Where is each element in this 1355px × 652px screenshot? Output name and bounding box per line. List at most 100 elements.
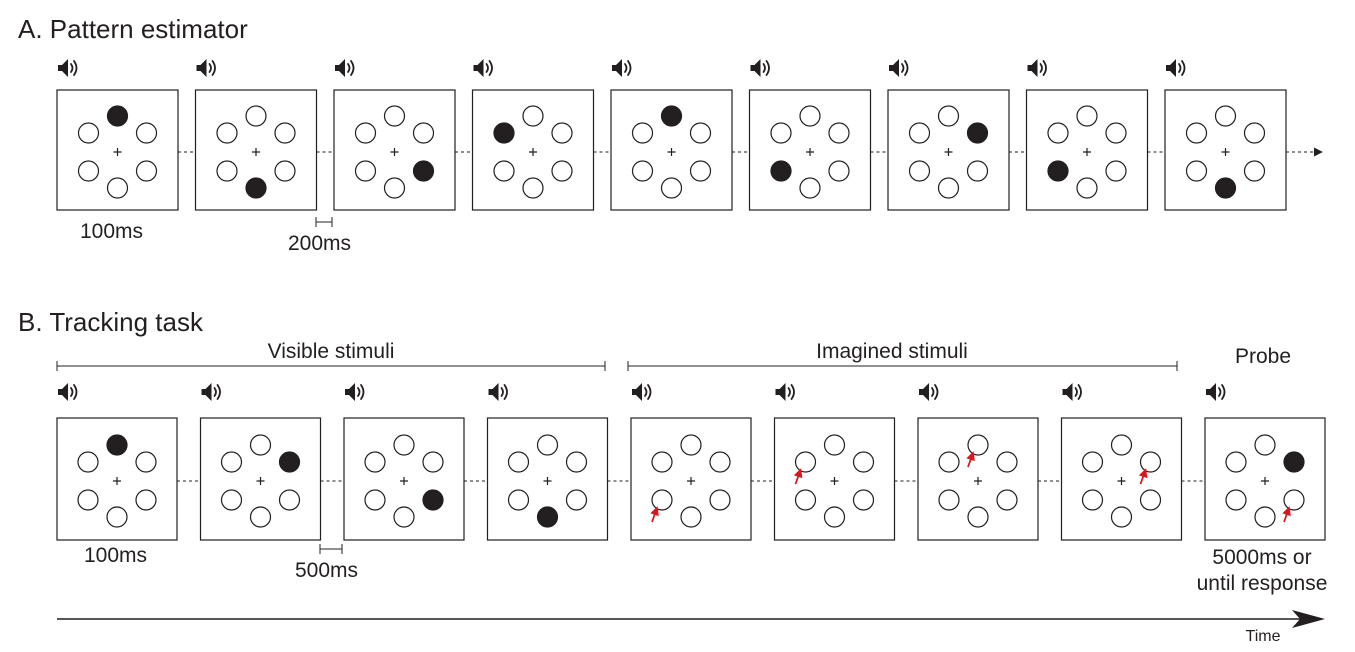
panel-a-title: A. Pattern estimator [18,14,248,44]
pattern-frame-9 [1164,89,1287,211]
stimulus-circle-bottom-filled [536,506,559,528]
stimulus-circle-upper-left [77,451,99,473]
fixation-cross [1261,477,1269,485]
stimulus-circle-lower-left [77,160,100,182]
stimulus-circle-lower-left [1185,160,1208,182]
stimulus-circle-upper-right [709,451,731,473]
stimulus-circle-upper-right [996,451,1018,473]
stimulus-circle-lower-left [364,489,386,511]
visible-stimuli-label: Visible stimuli [268,340,395,363]
stimulus-circle-lower-right [551,160,573,182]
stimulus-circle-bottom [967,506,989,528]
speaker-icon [1166,59,1186,77]
fixation-cross [113,148,122,156]
stimulus-circle-lower-left [216,160,238,182]
stimulus-circle-upper-left [938,451,960,473]
fixation-cross [529,148,537,156]
stimulus-circle-bottom [1110,506,1133,528]
tracking-frame-1 [56,417,178,541]
stimulus-circle-bottom [937,177,960,199]
stimulus-circle-upper-right [551,122,573,144]
stimulus-circle-lower-right [996,489,1018,511]
probe-duration-line1: 5000ms or [1212,546,1311,569]
pattern-frame-4 [471,89,595,211]
stimulus-circle-top [522,105,544,127]
stimulus-circle-lower-right-filled [412,160,435,182]
stimulus-circle-upper-left [354,122,377,144]
stimulus-circle-upper-left [794,451,817,473]
stimulus-circle-top-filled [106,105,129,127]
speaker-icon [58,383,78,401]
speaker-icon [1062,383,1082,401]
stimulus-circle-bottom [823,506,846,528]
stimulus-circle-upper-right-filled [278,451,301,473]
speaker-icon [473,59,493,77]
stimulus-circle-top [1254,434,1276,456]
tracking-frame-8 [1060,417,1183,541]
stimulus-circle-upper-right [1243,122,1266,144]
fixation-cross [944,148,953,156]
stimulus-circle-lower-left [631,160,654,182]
panel-a: A. Pattern estimator 100ms 200ms [18,14,1323,255]
fixation-cross [543,477,552,485]
stimulus-circle-upper-left [77,122,100,144]
time-arrowhead [1292,610,1325,628]
stimulus-circle-upper-right [135,122,158,144]
stimulus-circle-lower-right [135,160,158,182]
pattern-frame-7 [887,89,1010,211]
stimulus-circle-lower-right [565,489,588,511]
response-arrow [793,468,803,485]
stimulus-circle-upper-left [1225,451,1247,473]
tracking-frame-4 [486,417,609,541]
stimulus-circle-upper-left [770,122,792,144]
stimulus-circle-top [1110,434,1133,456]
stimulus-circle-upper-left [507,451,530,473]
stimulus-circle-bottom [660,177,683,199]
stimulus-circle-lower-right [709,489,731,511]
stimulus-circle-lower-right [1105,160,1127,182]
fixation-cross [400,477,408,485]
imagined-stimuli-label: Imagined stimuli [816,340,968,363]
stimulus-circle-top [249,434,272,456]
pattern-frame-5 [610,89,733,211]
stimulus-circle-top [823,434,846,456]
stimulus-circle-upper-left [631,122,654,144]
stimulus-circle-top [680,434,702,456]
fixation-cross [252,148,260,156]
panel-a-frames [56,59,1287,211]
response-arrow [966,451,975,468]
pattern-frame-6 [748,89,872,211]
stimulus-circle-lower-right [689,160,712,182]
stimulus-circle-upper-right [828,122,850,144]
stimulus-circle-upper-left [1047,122,1069,144]
stimulus-circle-lower-left [220,489,243,511]
stimulus-circle-lower-left [1225,489,1247,511]
panel-b-title: B. Tracking task [18,307,204,337]
stimulus-circle-upper-left [220,451,243,473]
tracking-frame-9 [1204,417,1326,541]
stimulus-circle-lower-right [135,489,157,511]
speaker-icon [1206,383,1226,401]
fixation-cross [113,477,121,485]
stimulus-circle-upper-right [274,122,296,144]
response-arrow [1282,506,1291,523]
stimulus-circle-lower-left [938,489,960,511]
speaker-icon [612,59,632,77]
panel-a-duration-label: 100ms [80,220,143,243]
speaker-icon [889,59,909,77]
stimulus-circle-upper-left [1081,451,1104,473]
stimulus-circle-lower-left [77,489,99,511]
stimulus-circle-lower-right [1139,489,1162,511]
fixation-cross [1221,148,1230,156]
speaker-icon [1027,59,1047,77]
speaker-icon [632,383,652,401]
speaker-icon [201,383,221,401]
stimulus-circle-bottom [393,506,415,528]
stimulus-circle-bottom [383,177,406,199]
stimulus-circle-lower-left [794,489,817,511]
pattern-frame-2 [194,89,318,211]
stimulus-circle-lower-right [828,160,850,182]
stimulus-circle-lower-right [1243,160,1266,182]
stimulus-circle-lower-left [651,489,673,511]
stimulus-circle-bottom [1076,177,1098,199]
